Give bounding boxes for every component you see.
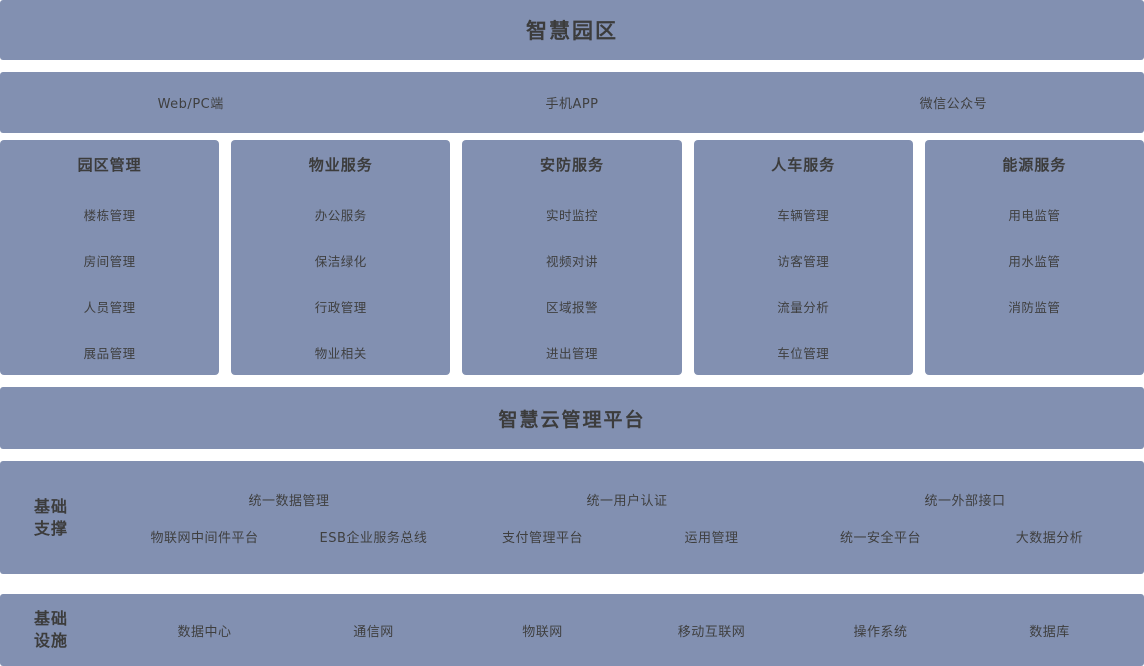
module-card-security-service[interactable]: 安防服务 实时监控 视频对讲 区域报警 进出管理 [462,140,682,377]
module-title: 能源服务 [1002,156,1067,174]
system-title-banner: 智慧园区 [0,0,1144,60]
cloud-platform-title: 智慧云管理平台 [498,408,646,431]
module-item[interactable]: 人员管理 [83,300,136,315]
module-card-property-service[interactable]: 物业服务 办公服务 保洁绿化 行政管理 物业相关 [231,140,451,377]
support-item-unified-auth[interactable]: 统一用户认证 [586,493,668,509]
foundation-support-label-line2: 支撑 [34,518,69,538]
infrastructure-label-line1: 基础 [34,609,69,628]
page-title: 智慧园区 [526,19,618,43]
support-item-iot-middleware[interactable]: 物联网中间件平台 [150,530,259,546]
support-item-payment-platform[interactable]: 支付管理平台 [501,530,583,546]
infrastructure-row: 基础 设施 数据中心 通信网 物联网 移动互联网 操作系统 数据库 [0,594,1144,666]
module-item[interactable]: 车辆管理 [777,208,830,223]
infrastructure-body: 数据中心 通信网 物联网 移动互联网 操作系统 数据库 [120,594,1144,666]
infra-item-database[interactable]: 数据库 [1029,624,1070,640]
module-card-park-management[interactable]: 园区管理 楼栋管理 房间管理 人员管理 展品管理 [0,140,220,377]
module-item[interactable]: 进出管理 [546,346,599,361]
module-item-list: 楼栋管理 房间管理 人员管理 展品管理 [0,193,219,377]
channel-item-mobile-app[interactable]: 手机APP [545,97,599,112]
module-item[interactable]: 楼栋管理 [83,208,136,223]
support-item-big-data-analysis[interactable]: 大数据分析 [1015,530,1084,546]
module-title: 园区管理 [77,156,142,174]
module-item[interactable]: 实时监控 [546,208,599,223]
foundation-support-row: 基础 支撑 统一数据管理 统一用户认证 统一外部接口 物联网中间件平台 ESB企… [0,461,1144,574]
support-item-esb[interactable]: ESB企业服务总线 [319,530,428,546]
infra-item-iot[interactable]: 物联网 [522,624,563,640]
channel-item-wechat[interactable]: 微信公众号 [919,97,988,112]
access-channel-banner: Web/PC端 手机APP 微信公众号 [0,72,1144,133]
foundation-support-bottom-row: 物联网中间件平台 ESB企业服务总线 支付管理平台 运用管理 统一安全平台 大数… [120,527,1134,546]
support-item-application-management[interactable]: 运用管理 [684,530,739,546]
module-title: 安防服务 [540,156,605,174]
foundation-support-top-row: 统一数据管理 统一用户认证 统一外部接口 [120,490,1134,509]
module-item[interactable]: 用水监管 [1008,254,1061,269]
module-item[interactable]: 访客管理 [777,254,830,269]
module-item[interactable]: 消防监管 [1008,300,1061,315]
support-item-unified-external-api[interactable]: 统一外部接口 [924,493,1006,509]
support-item-unified-security[interactable]: 统一安全平台 [839,530,921,546]
module-item[interactable]: 行政管理 [314,300,367,315]
module-item-list: 实时监控 视频对讲 区域报警 进出管理 [462,193,681,377]
module-item[interactable]: 保洁绿化 [314,254,367,269]
module-card-energy-service[interactable]: 能源服务 用电监管 用水监管 消防监管 [924,140,1144,375]
module-item-list: 用电监管 用水监管 消防监管 [925,193,1144,331]
infra-item-mobile-internet[interactable]: 移动互联网 [677,624,746,640]
module-title: 人车服务 [771,156,836,174]
access-channel-list: Web/PC端 手机APP 微信公众号 [0,72,1144,133]
infrastructure-label: 基础 设施 [0,594,120,666]
module-item[interactable]: 车位管理 [777,346,830,361]
module-item[interactable]: 展品管理 [83,346,136,361]
service-module-row: 园区管理 楼栋管理 房间管理 人员管理 展品管理 物业服务 办公服务 保洁绿化 … [0,140,1144,375]
support-item-unified-data[interactable]: 统一数据管理 [248,493,330,509]
module-card-people-vehicle-service[interactable]: 人车服务 车辆管理 访客管理 流量分析 车位管理 [693,140,913,377]
infra-item-data-center[interactable]: 数据中心 [177,624,232,640]
module-item-list: 车辆管理 访客管理 流量分析 车位管理 [694,193,913,377]
module-item[interactable]: 流量分析 [777,300,830,315]
module-item[interactable]: 办公服务 [314,208,367,223]
foundation-support-body: 统一数据管理 统一用户认证 统一外部接口 物联网中间件平台 ESB企业服务总线 … [120,461,1144,574]
infra-item-operating-system[interactable]: 操作系统 [853,624,908,640]
foundation-support-label-line1: 基础 [34,496,69,516]
infra-item-communication-network[interactable]: 通信网 [353,624,394,640]
module-item[interactable]: 视频对讲 [546,254,599,269]
module-item[interactable]: 物业相关 [314,346,367,361]
channel-item-web[interactable]: Web/PC端 [157,97,224,112]
cloud-platform-banner: 智慧云管理平台 [0,387,1144,449]
foundation-support-label: 基础 支撑 [0,461,120,574]
module-item[interactable]: 用电监管 [1008,208,1061,223]
module-item-list: 办公服务 保洁绿化 行政管理 物业相关 [231,193,450,377]
module-title: 物业服务 [308,156,373,174]
module-item[interactable]: 区域报警 [546,300,599,315]
module-item[interactable]: 房间管理 [83,254,136,269]
infrastructure-label-line2: 设施 [34,631,69,650]
